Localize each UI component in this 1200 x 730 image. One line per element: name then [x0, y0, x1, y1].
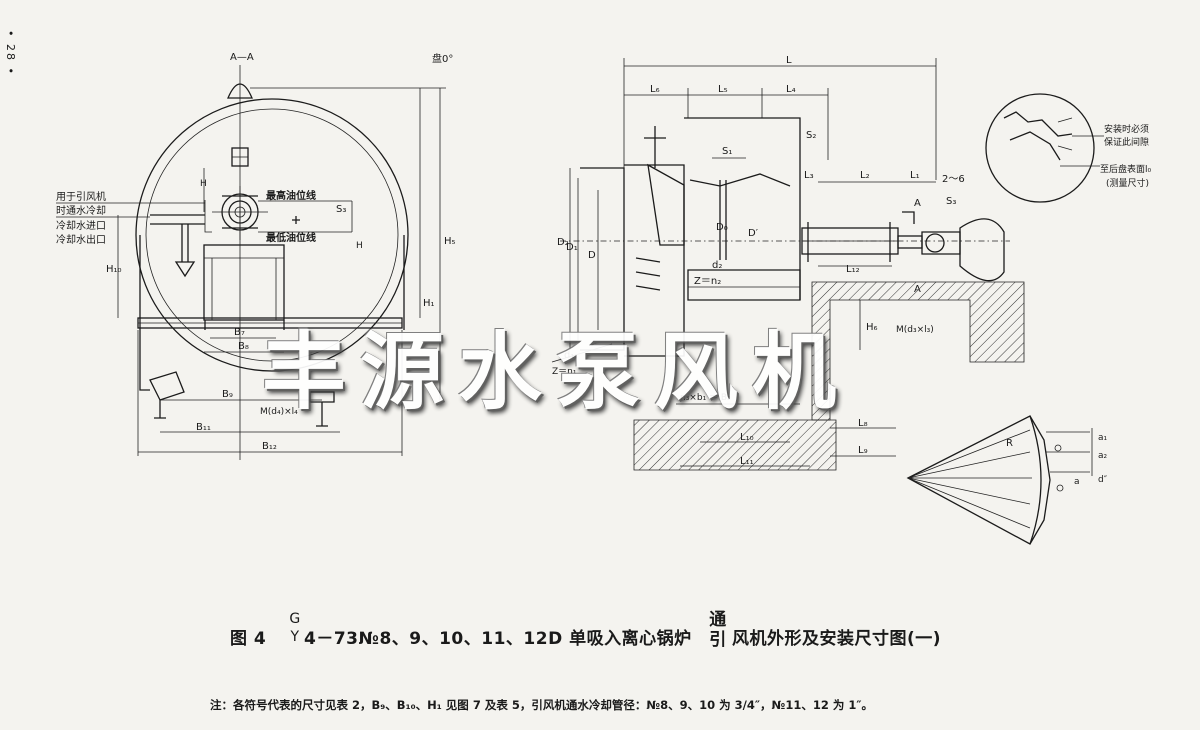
- figure-note: 注：各符号代表的尺寸见表 2，B₉、B₁₀、H₁ 见图 7 及表 5，引风机通水…: [210, 698, 874, 712]
- cone-a2: a₂: [1098, 451, 1108, 461]
- section-label: A—A: [230, 52, 254, 63]
- dim-L12: L₁₂: [846, 264, 860, 275]
- caption-use-top: 通: [709, 610, 727, 630]
- detail-label-1: 安装时必须: [1104, 123, 1149, 135]
- dim-D: D: [588, 250, 596, 261]
- dim-s3: S₃: [336, 204, 346, 215]
- legend-line-4: 冷却水出口: [56, 233, 106, 246]
- dim-gap: 2～6: [942, 174, 965, 185]
- detail-label-3: 至后盘表面l₀: [1100, 163, 1152, 175]
- dim-n3: n₃×b₁ ＝ B₂: [680, 393, 731, 403]
- caption-model: 4－73№8、9、10、11、12D 单吸入离心锅炉: [304, 629, 692, 649]
- dim-D0: D₀: [716, 222, 728, 233]
- caption-rest: 风机外形及安装尺寸图(一): [732, 629, 942, 649]
- dim-S1: S₁: [722, 146, 732, 157]
- figure-caption: 图 4 G Y 4－73№8、9、10、11、12D 单吸入离心锅炉 通 引 风…: [230, 610, 1090, 660]
- dim-L10: L₁₀: [740, 432, 754, 443]
- top-vent-shape: [227, 83, 253, 99]
- bolt-label: M(d₄)×l₄: [260, 407, 298, 417]
- dim-M: M(d₃×l₃): [896, 325, 934, 335]
- dim-Z-n2: Z＝n₂: [694, 276, 721, 287]
- caption-type-top: G: [289, 611, 301, 627]
- caption-use-stack: 通 引: [708, 610, 728, 650]
- dim-L: L: [786, 55, 792, 66]
- dim-D-prime: D′: [748, 228, 759, 239]
- oil-min-label: 最低油位线: [266, 231, 316, 244]
- motor-shape: [959, 218, 1005, 282]
- dim-b9: B₉: [222, 389, 233, 400]
- oil-max-label: 最高油位线: [266, 189, 316, 202]
- caption-type-bottom: Y: [290, 629, 300, 645]
- right-view: L L₆ L₅ L₄ S₂ S₁ L₃ L₂ L₁ 2～6 S₃ A: [551, 55, 1025, 471]
- dim-d2: d₂: [712, 260, 722, 271]
- caption-use-bottom: 引: [709, 630, 727, 650]
- legend-line-1: 用于引风机: [56, 190, 106, 203]
- cone-a1: a₁: [1098, 433, 1108, 443]
- dim-L1: L₁: [910, 170, 920, 181]
- dim-D2: D₂: [557, 237, 569, 248]
- cone-detail: R a₁ a₂ a d″: [906, 415, 1108, 545]
- cone-d: d″: [1098, 475, 1108, 485]
- dim-h1: H₁: [423, 298, 435, 309]
- dim-h10: H₁₀: [106, 264, 122, 275]
- dim-D1: D₁: [566, 242, 578, 253]
- dim-H6: H₆: [866, 322, 878, 333]
- angle-label: 盘0°: [432, 52, 453, 65]
- dim-L6: L₆: [650, 84, 660, 95]
- dim-L3: L₃: [804, 170, 814, 181]
- dim-h5: H₅: [444, 236, 456, 247]
- left-view: A—A 盘0°: [56, 52, 456, 460]
- dim-b11: B₁₁: [196, 422, 211, 433]
- dim-L5: L₅: [718, 84, 728, 95]
- dim-L4: L₄: [786, 84, 796, 95]
- page-number: • 28 •: [4, 30, 17, 76]
- section-arrow-top: A: [914, 198, 921, 209]
- dim-b7: B₇: [234, 327, 245, 338]
- cone-a: a: [1074, 477, 1080, 487]
- cone-R: R: [1006, 438, 1013, 449]
- detail-label-4: (测量尺寸): [1106, 177, 1149, 189]
- dim-L11: L₁₁: [740, 456, 754, 467]
- dim-d1: d₁: [564, 350, 574, 361]
- detail-label-2: 保证此间隙: [1104, 136, 1149, 148]
- dim-Z-n1: Z＝n₁: [552, 367, 577, 377]
- detail-view: 安装时必须 保证此间隙 至后盘表面l₀ (测量尺寸): [985, 93, 1152, 203]
- dim-L2: L₂: [860, 170, 870, 181]
- legend-line-3: 冷却水进口: [56, 219, 106, 232]
- dim-S3: S₃: [946, 196, 956, 207]
- dim-S2: S₂: [806, 130, 816, 141]
- dim-L9: L₉: [858, 445, 868, 456]
- dim-h-right: H: [356, 241, 363, 251]
- caption-prefix: 图 4: [230, 629, 267, 649]
- caption-type-stack: G Y: [288, 610, 302, 646]
- dim-L8: L₈: [858, 418, 868, 429]
- watermark: 丰源水泵风机: [262, 322, 851, 421]
- dim-b12: B₁₂: [262, 441, 277, 452]
- casing-outer: [135, 98, 409, 372]
- dim-b8: B₈: [238, 341, 249, 352]
- dim-h-small: H: [200, 179, 207, 189]
- legend-line-2: 时通水冷却: [56, 204, 106, 217]
